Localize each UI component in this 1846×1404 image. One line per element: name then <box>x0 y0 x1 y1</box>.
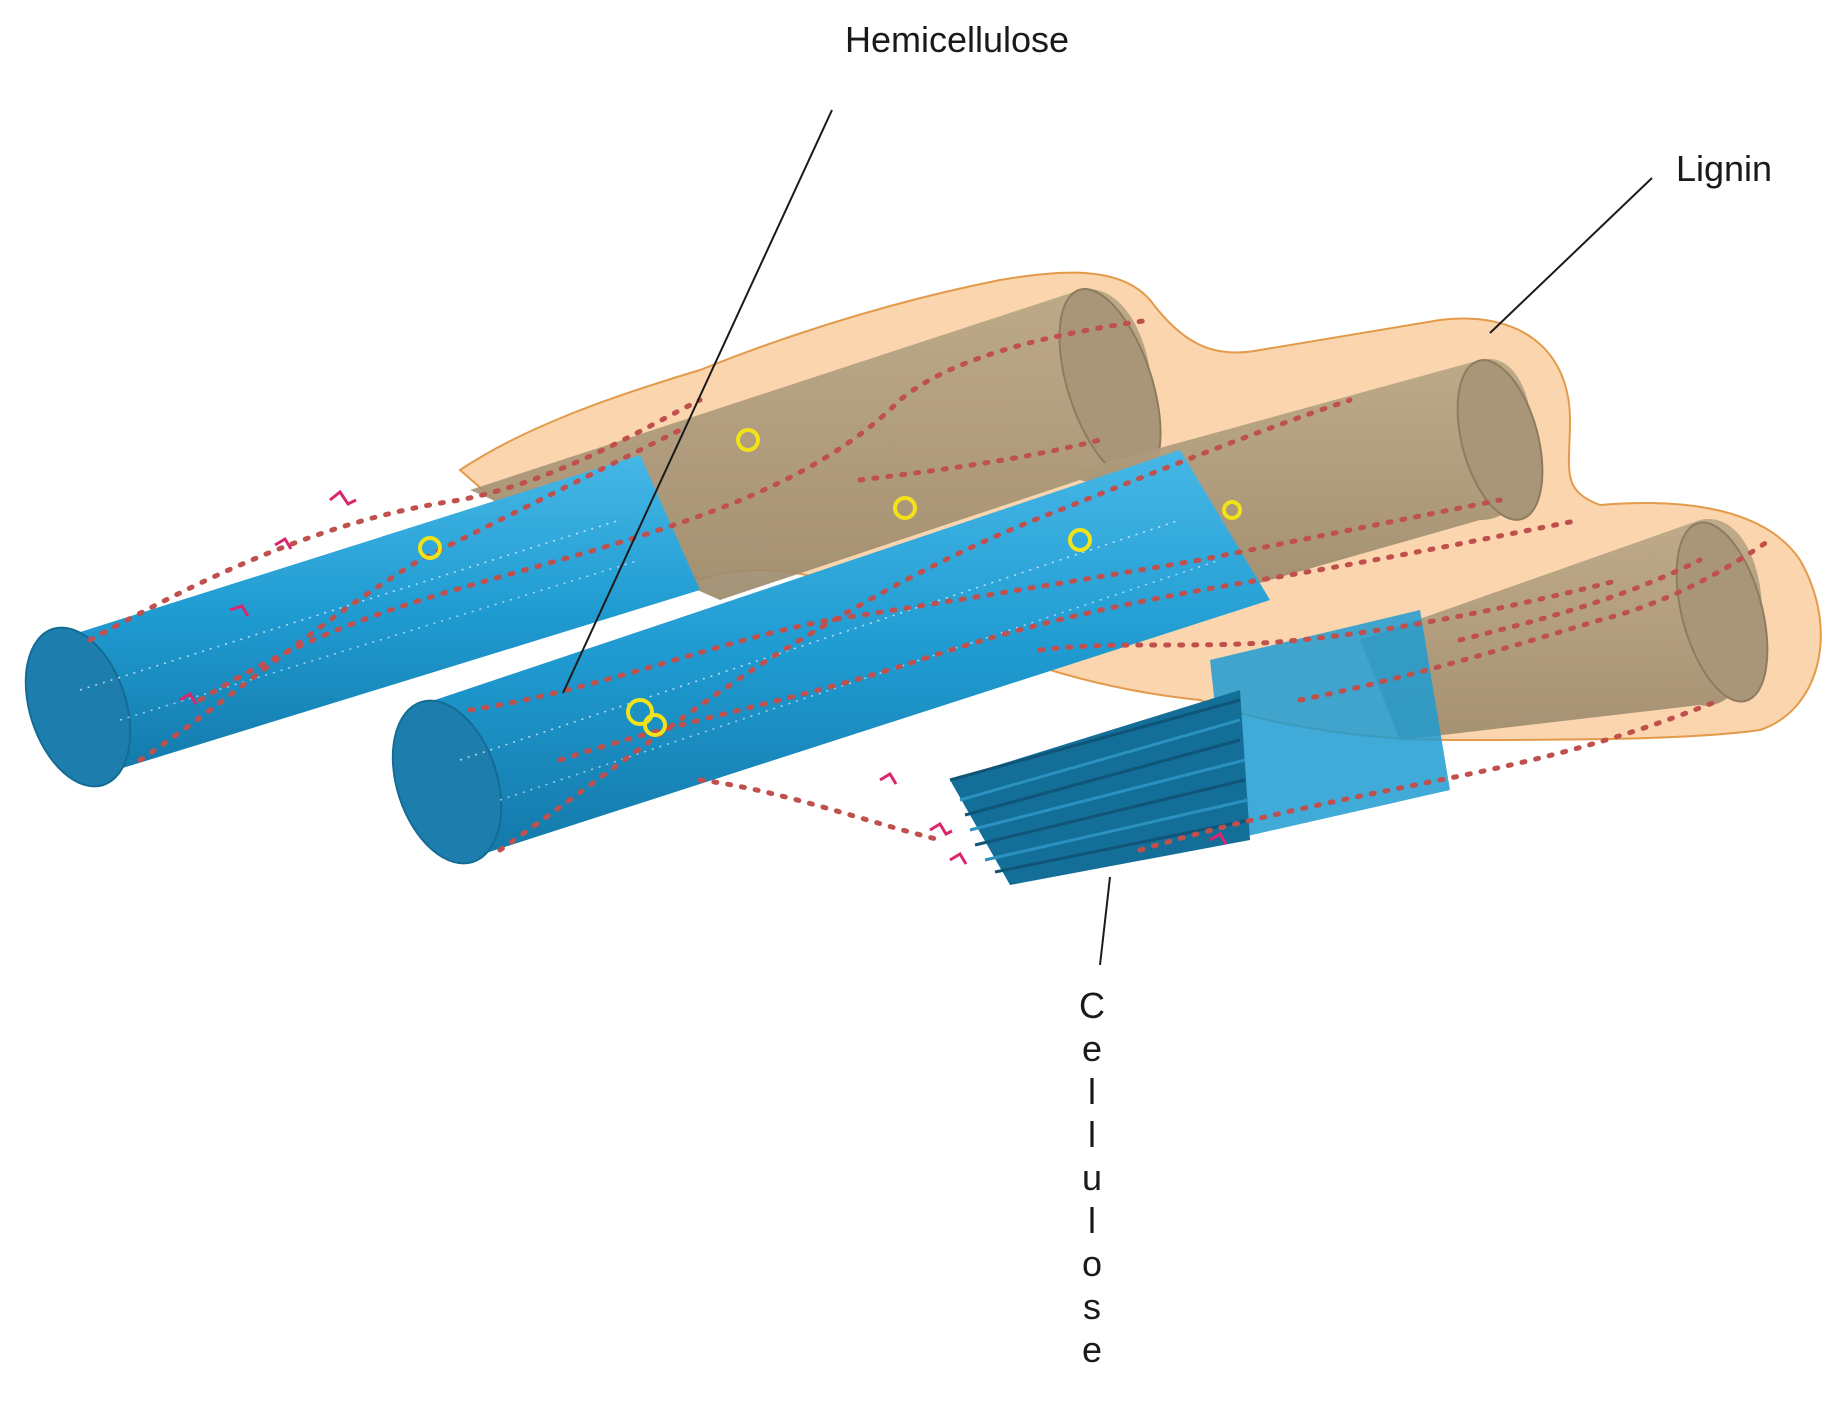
cellulose-label-letter: l <box>1088 1071 1096 1112</box>
side-group-markers <box>179 489 1228 865</box>
lignin-cylinder-lower <box>1360 519 1769 740</box>
lignin-label: Lignin <box>1676 148 1772 189</box>
cellulose-label-letter: e <box>1082 1028 1102 1069</box>
cellulose-label-letter: l <box>1088 1200 1096 1241</box>
hemicellulose-leader <box>562 109 833 694</box>
hemicellulose-chain-icon <box>87 317 1773 853</box>
cellulose-label-letter: s <box>1083 1286 1101 1327</box>
cellulose-fibril-middle <box>391 450 1270 865</box>
cellulose-label-letter: u <box>1082 1157 1102 1198</box>
cellulose-label-letter: o <box>1082 1243 1102 1284</box>
cellulose-leader <box>1099 876 1111 966</box>
cellulose-label-letter: C <box>1079 985 1105 1026</box>
glucose-marker-icon <box>418 428 1242 737</box>
hemicellulose-label: Hemicellulose <box>845 19 1069 60</box>
lignin-leader <box>1489 177 1653 334</box>
cellulose-label-letter: e <box>1082 1329 1102 1370</box>
cellulose-label-letter: l <box>1088 1114 1096 1155</box>
cellulose-microfibril-bundle <box>949 610 1450 885</box>
leader-lines <box>562 109 1653 966</box>
